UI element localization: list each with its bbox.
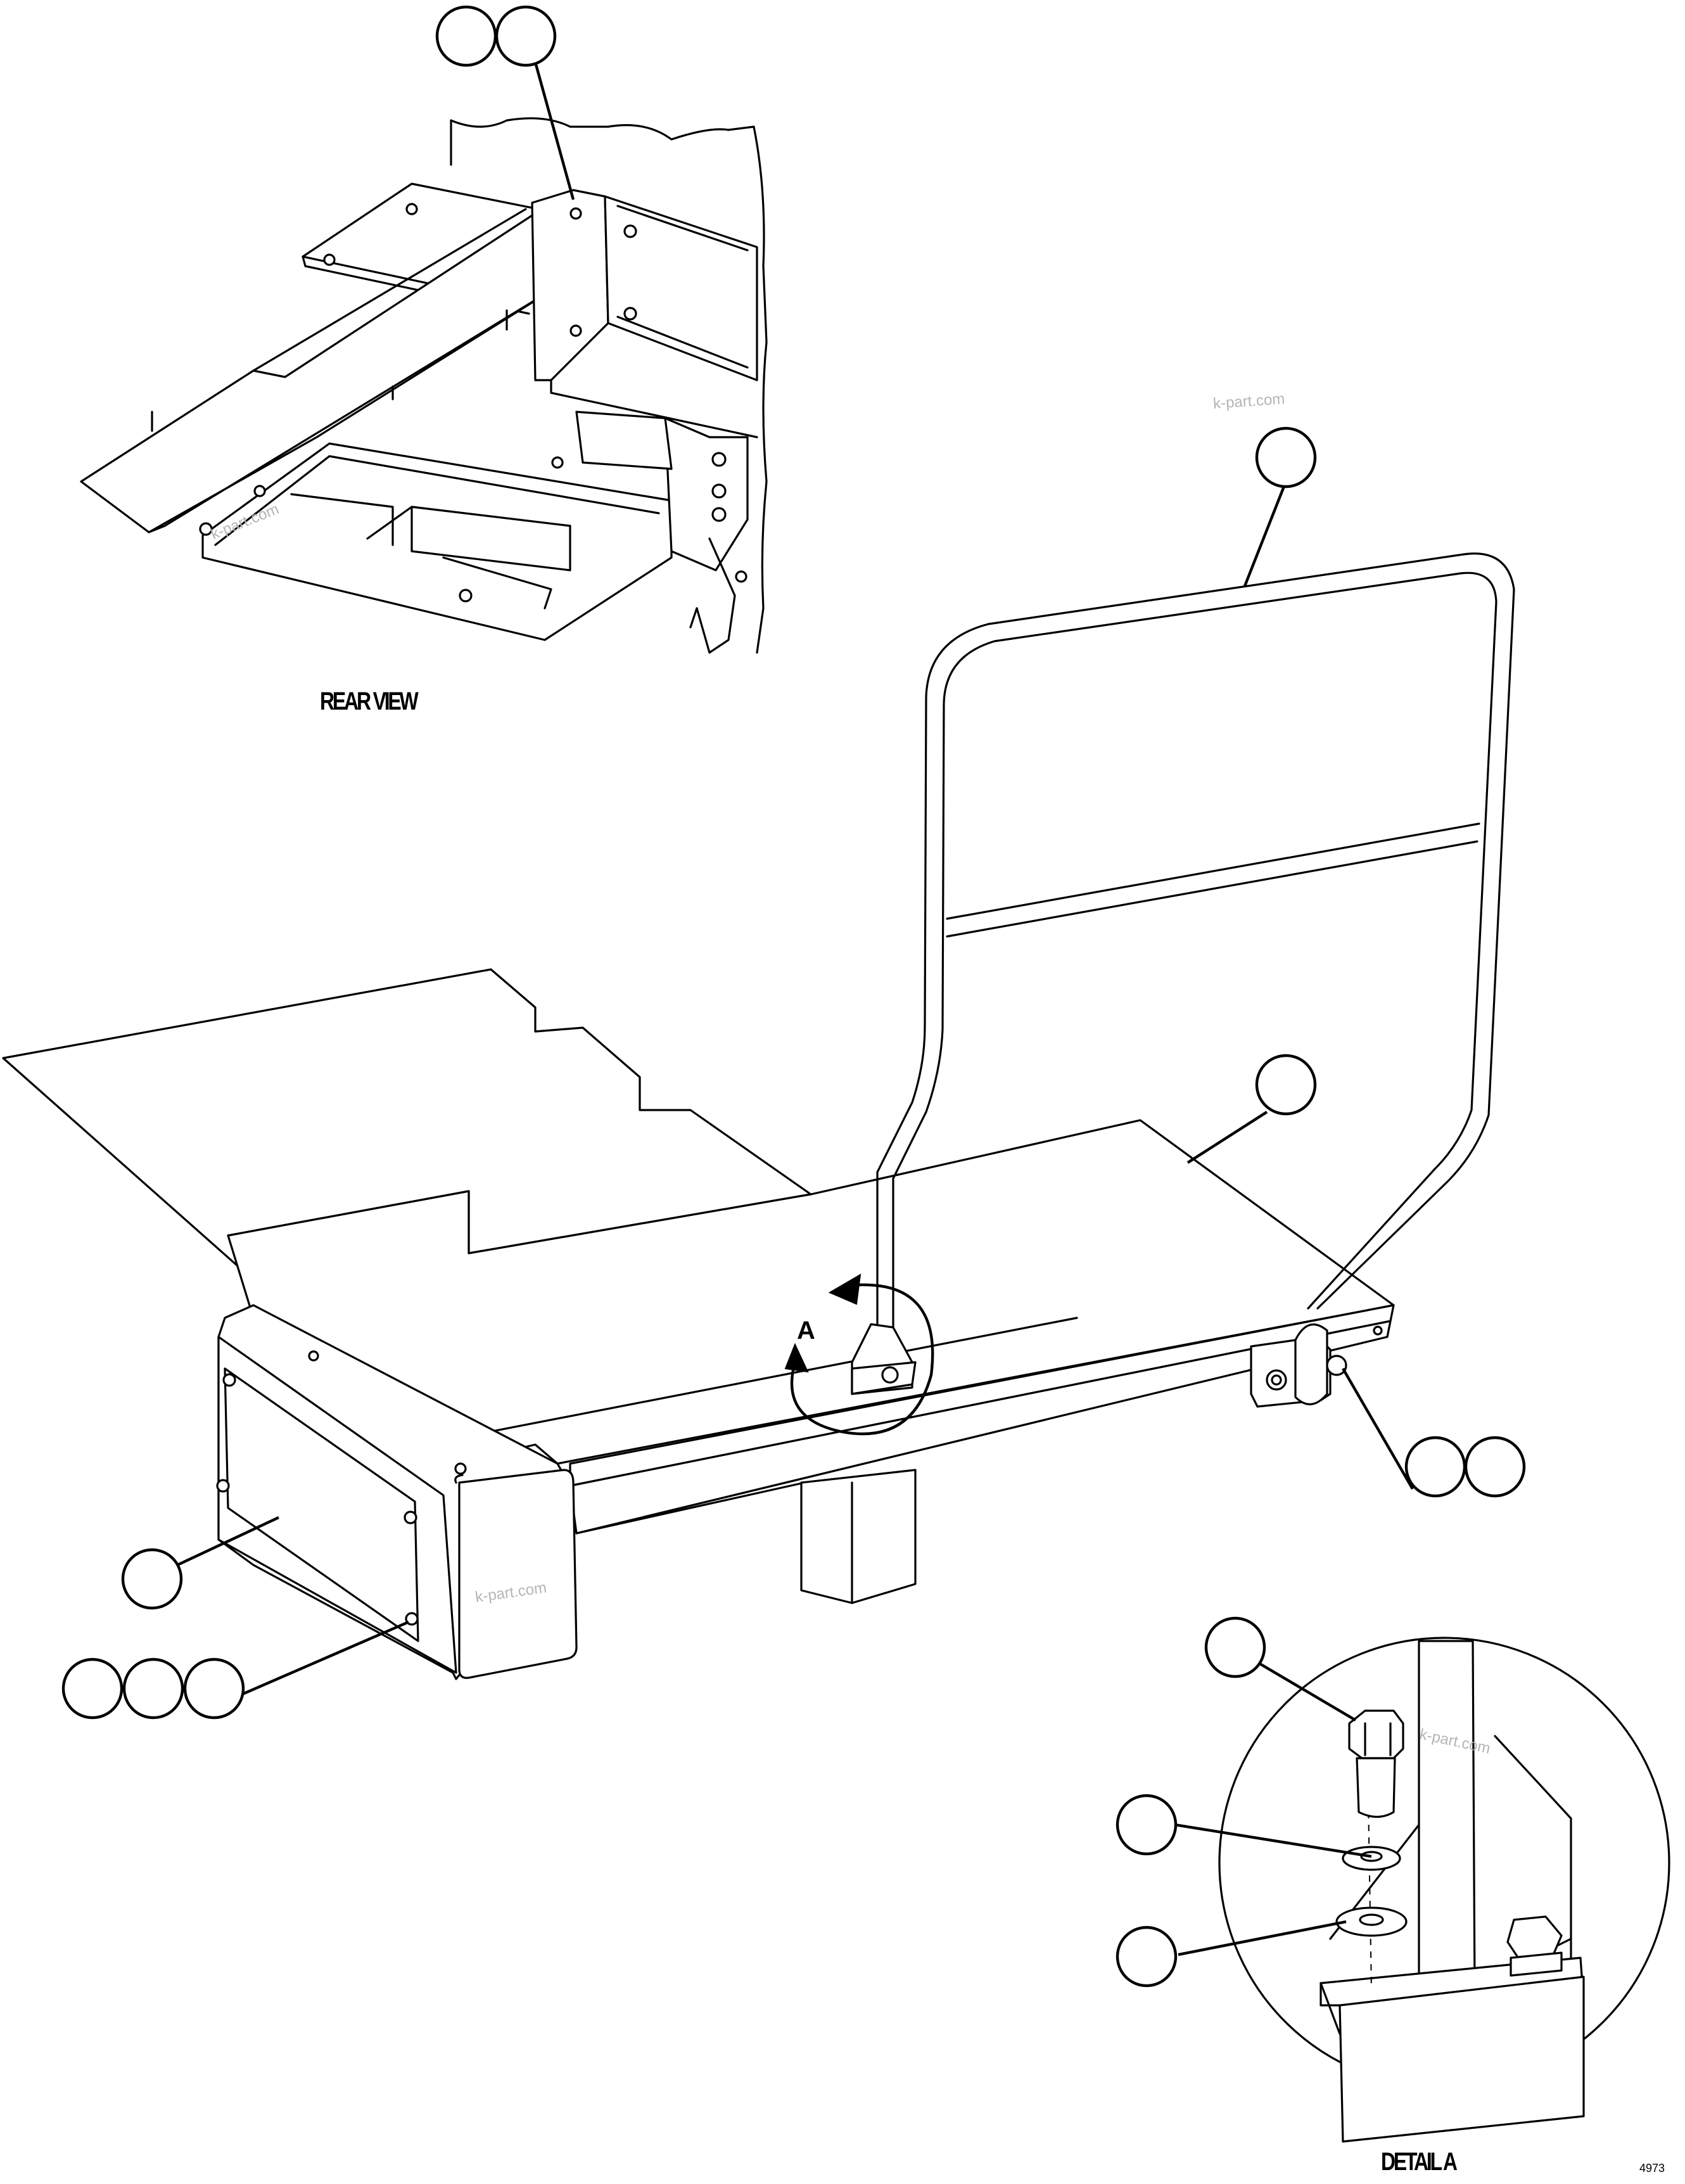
- callout-bubble: [1404, 1436, 1466, 1498]
- callout-bubble: [183, 1657, 245, 1720]
- callout-bubble: [1255, 1054, 1317, 1116]
- callout-bubble: [1255, 426, 1317, 489]
- callout-bubbles: [61, 5, 1526, 1988]
- figure-number: 4973: [1639, 2162, 1665, 2174]
- callout-bubble: [122, 1657, 184, 1720]
- detail-a-foot-plate: [851, 1323, 917, 1395]
- callout-bubble: [61, 1657, 124, 1720]
- callout-bubble: [1464, 1436, 1526, 1498]
- handrail: [876, 552, 1515, 1351]
- callout-bubble: [435, 5, 497, 67]
- detail-a-view: [1218, 1637, 1670, 2143]
- rear-view-label: REAR VIEW: [320, 687, 419, 715]
- rear-view-assembly: [80, 117, 768, 654]
- detail-a-letter: A: [797, 1317, 815, 1344]
- callout-bubble: [1116, 1925, 1178, 1988]
- detail-a-label: DETAIL A: [1381, 2148, 1458, 2176]
- callout-bubble: [1204, 1616, 1266, 1678]
- handrail-clamp: [1250, 1323, 1347, 1408]
- detail-a-marker: [784, 1274, 934, 1436]
- platform: [216, 1119, 1395, 1680]
- callout-leaders: [177, 50, 1414, 1957]
- callout-bubble: [495, 5, 557, 67]
- callout-bubble: [121, 1548, 183, 1610]
- callout-bubble: [1116, 1794, 1178, 1856]
